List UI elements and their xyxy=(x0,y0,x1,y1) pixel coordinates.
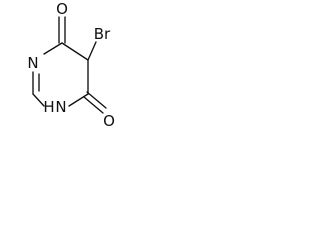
atom-o-bottom: O xyxy=(103,112,115,130)
atom-h-nh: H xyxy=(43,98,54,116)
atom-n-nh: N xyxy=(55,98,66,116)
bond-c4-c5 xyxy=(61,42,89,61)
structure-canvas: O Br N H N O xyxy=(0,0,124,148)
bond-n3-c4 xyxy=(43,42,63,55)
atom-br: Br xyxy=(94,25,111,43)
molecule-drawing: O Br N H N O xyxy=(27,0,115,130)
bond-c6-n1 xyxy=(68,93,89,107)
atom-o-top: O xyxy=(56,0,68,18)
bond-c6-o-bottom-b xyxy=(83,96,104,114)
bond-n1-c2 xyxy=(32,93,45,107)
bond-c5-br xyxy=(87,41,97,61)
atom-labels: O Br N H N O xyxy=(27,0,115,130)
bonds xyxy=(32,16,107,114)
atom-n-left: N xyxy=(27,54,38,72)
bond-c6-o-bottom-a xyxy=(86,91,107,109)
